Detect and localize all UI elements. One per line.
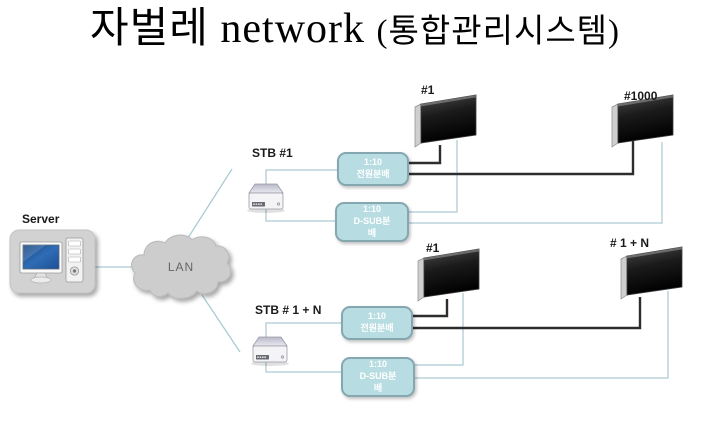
stb1-label: STB #1 bbox=[252, 146, 293, 160]
page-title-main: 자벌레 network bbox=[89, 6, 366, 52]
stb-icon bbox=[246, 183, 286, 214]
power-wire-b2 bbox=[413, 297, 642, 330]
dsub-label: D-SUB분배 bbox=[359, 371, 397, 393]
monitor-label-b2: # 1 + N bbox=[610, 236, 650, 250]
monitor-label-a1: #1 bbox=[421, 83, 435, 97]
monitor-label-a2: #1000 bbox=[624, 89, 658, 103]
monitor-icon bbox=[417, 248, 480, 302]
page-title: 자벌레 network (통합관리시스템) bbox=[0, 2, 710, 57]
power-distributor-box-2: 1:10 전원분배 bbox=[341, 306, 413, 340]
power-wire-a1 bbox=[409, 145, 442, 165]
power-wire-b1 bbox=[413, 299, 449, 318]
dsub-ratio: 1:10 bbox=[362, 204, 381, 215]
wire-lan-to-stb1 bbox=[185, 168, 233, 242]
wire-dsub2-to-monitor1 bbox=[415, 293, 464, 366]
monitor-label-b1: #1 bbox=[426, 241, 440, 255]
server-label: Server bbox=[22, 212, 60, 226]
server-node bbox=[9, 229, 96, 294]
lan-label: LAN bbox=[167, 260, 195, 274]
power-distributor-box-1: 1:10 전원분배 bbox=[337, 152, 409, 186]
power-ratio: 1:10 bbox=[363, 157, 382, 168]
dsub-distributor-box-1: 1:10 D-SUB분배 bbox=[335, 202, 409, 242]
wire-lan-to-stb2 bbox=[201, 294, 241, 353]
power-ratio: 1:10 bbox=[367, 311, 386, 322]
power-label: 전원분배 bbox=[360, 323, 394, 333]
dsub-ratio: 1:10 bbox=[368, 359, 387, 370]
page-title-sub: (통합관리시스템) bbox=[376, 14, 621, 50]
wire-dsub1-to-monitor2 bbox=[409, 142, 663, 224]
stb2-label: STB # 1 + N bbox=[255, 303, 322, 317]
stb-icon bbox=[250, 336, 290, 367]
lan-cloud bbox=[131, 234, 232, 299]
monitor-icon bbox=[620, 246, 683, 300]
wire-dsub1-to-monitor1 bbox=[409, 140, 458, 213]
power-label: 전원분배 bbox=[356, 169, 390, 179]
monitor-icon bbox=[414, 94, 477, 148]
dsub-label: D-SUB분배 bbox=[353, 216, 391, 238]
server-computer-icon bbox=[19, 237, 84, 284]
dsub-distributor-box-2: 1:10 D-SUB분배 bbox=[341, 357, 415, 397]
power-wire-a2 bbox=[409, 141, 635, 176]
wire-dsub2-to-monitor2 bbox=[415, 291, 669, 379]
